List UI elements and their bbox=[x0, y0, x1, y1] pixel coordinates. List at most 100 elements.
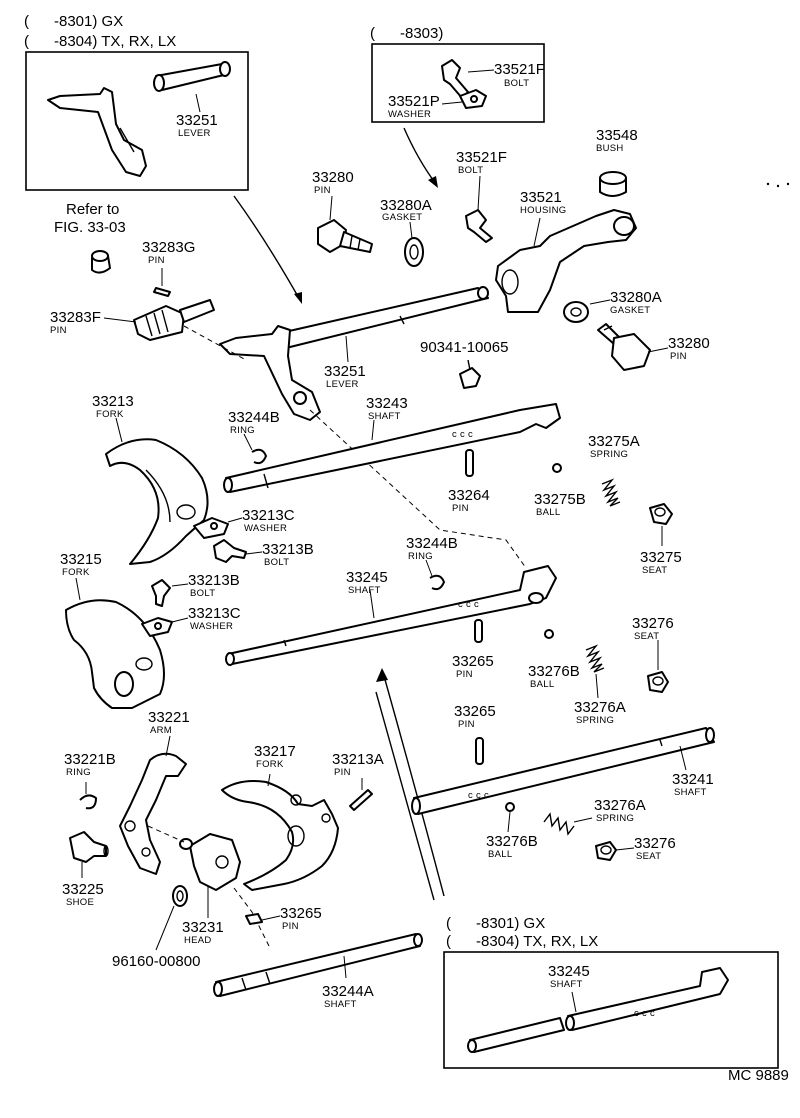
label-name-bush: BUSH bbox=[596, 143, 624, 154]
label-name-seat-33276-top: SEAT bbox=[634, 631, 659, 642]
leader-shaft-33245-inset bbox=[571, 991, 577, 1013]
pin-33213a-drawing bbox=[349, 789, 373, 811]
shaft-33245-drawing: c c c bbox=[225, 565, 557, 666]
arrow-inset-to-shaft-2 bbox=[375, 691, 435, 901]
shaft-33243-marks: c c c bbox=[452, 429, 473, 440]
label-num-spring-33275a: 33275A bbox=[588, 433, 640, 450]
label-num-ball-33275b: 33275B bbox=[534, 491, 586, 508]
label-name-arm-33221: ARM bbox=[150, 725, 172, 736]
label-name-ball-33275b: BALL bbox=[536, 507, 560, 518]
label-name-shaft-33244a: SHAFT bbox=[324, 999, 357, 1010]
label-name-pin-33283f: PIN bbox=[50, 325, 67, 336]
leader-gasket-top bbox=[409, 221, 413, 239]
label-num-bolt-33213b-top: 33213B bbox=[262, 541, 314, 558]
fork-33217-drawing bbox=[221, 780, 339, 891]
label-name-gasket-top: GASKET bbox=[382, 212, 422, 223]
gasket-top-drawing bbox=[404, 237, 424, 267]
label-num-gasket-top: 33280A bbox=[380, 197, 432, 214]
label-num-bush: 33548 bbox=[596, 127, 638, 144]
bolt-90341-drawing bbox=[459, 359, 481, 389]
label-name-bolt-inset: BOLT bbox=[504, 78, 529, 89]
label-num-bolt-33521f: 33521F bbox=[456, 149, 507, 166]
label-name-head-33231: HEAD bbox=[184, 935, 212, 946]
pin-33280-right-drawing bbox=[597, 323, 651, 371]
label-num-pin-33265-mid: 33265 bbox=[452, 653, 494, 670]
arrowhead-inset-to-bolt bbox=[428, 176, 438, 188]
leader-spring-33276a-low bbox=[573, 817, 593, 823]
label-name-spring-33276a-low: SPRING bbox=[596, 813, 634, 824]
label-num-ring-33221b: 33221B bbox=[64, 751, 116, 768]
label-name-shaft-33245: SHAFT bbox=[348, 585, 381, 596]
label-num-pin-33213a: 33213A bbox=[332, 751, 384, 768]
label-name-shaft-33241: SHAFT bbox=[674, 787, 707, 798]
leader-housing bbox=[533, 217, 541, 247]
label-num-seat-33276-low: 33276 bbox=[634, 835, 676, 852]
leader-shaft-33244a bbox=[343, 955, 347, 979]
label-name-pin-33265-mid: PIN bbox=[456, 669, 473, 680]
label-num-washer-33213c-top: 33213C bbox=[242, 507, 295, 524]
leader-bolt-33213b-mid bbox=[171, 583, 189, 587]
label-name-shaft-33245-inset: SHAFT bbox=[550, 979, 583, 990]
label-num-gasket-right: 33280A bbox=[610, 289, 662, 306]
label-num-shaft-33243: 33243 bbox=[366, 395, 408, 412]
inset-frame-top-center bbox=[371, 43, 545, 123]
label-name-ring-33221b: RING bbox=[66, 767, 91, 778]
header-top-left-line1: ( -8301) GX bbox=[24, 13, 123, 30]
leader-lever-inset bbox=[195, 93, 201, 113]
header-bottom-right-line2: ( -8304) TX, RX, LX bbox=[446, 933, 598, 950]
label-num-shaft-33241: 33241 bbox=[672, 771, 714, 788]
pin-33265-bottom-drawing bbox=[245, 913, 263, 925]
shaft-33241-marks: c c c bbox=[468, 790, 489, 801]
ball-33276b-top-drawing bbox=[544, 629, 554, 639]
label-num-pin-33280-right: 33280 bbox=[668, 335, 710, 352]
leader-ring-33244b-top bbox=[243, 433, 253, 451]
label-num-pin-33265-low: 33265 bbox=[454, 703, 496, 720]
header-top-center: ( -8303) bbox=[370, 25, 443, 42]
ball-33276b-low-drawing bbox=[505, 802, 515, 812]
seat-33275-drawing bbox=[649, 503, 673, 525]
label-num-shaft-33245-inset: 33245 bbox=[548, 963, 590, 980]
leader-fork-33213 bbox=[115, 417, 123, 443]
bolt-33521f-drawing bbox=[465, 209, 493, 243]
label-num-bolt-33213b-mid: 33213B bbox=[188, 572, 240, 589]
label-name-spring-33276a-top: SPRING bbox=[576, 715, 614, 726]
label-num-lever-inset: 33251 bbox=[176, 112, 218, 129]
spring-33276a-top-drawing bbox=[585, 644, 605, 673]
spring-33275a-drawing bbox=[601, 478, 621, 507]
label-num-head-33231: 33231 bbox=[182, 919, 224, 936]
lever-inset-drawing bbox=[47, 61, 231, 177]
label-name-pin-33280-top: PIN bbox=[314, 185, 331, 196]
label-num-ring-33244b-top: 33244B bbox=[228, 409, 280, 426]
header-bottom-right-line1: ( -8301) GX bbox=[446, 915, 545, 932]
label-num-lever-main: 33251 bbox=[324, 363, 366, 380]
label-num-washer-33213c-mid: 33213C bbox=[188, 605, 241, 622]
label-num-spring-33276a-top: 33276A bbox=[574, 699, 626, 716]
leader-seat-33276-low bbox=[615, 847, 635, 851]
label-num-fork-33215: 33215 bbox=[60, 551, 102, 568]
bolt-washer-inset-drawing bbox=[441, 59, 487, 109]
diagram-code: MC 9889 bbox=[728, 1067, 789, 1084]
pin-33264-drawing bbox=[465, 449, 474, 477]
label-num-ball-33276b-low: 33276B bbox=[486, 833, 538, 850]
shaft-33245-marks: c c c bbox=[458, 599, 479, 610]
bolt-96160-drawing bbox=[172, 885, 188, 907]
label-num-pin-33265-bottom: 33265 bbox=[280, 905, 322, 922]
leader-pin-33280-top bbox=[329, 195, 333, 221]
label-num-housing: 33521 bbox=[520, 189, 562, 206]
leader-pin-33283f bbox=[103, 317, 137, 323]
label-name-pin-33280-right: PIN bbox=[670, 351, 687, 362]
leader-bolt-33213b-top bbox=[245, 551, 263, 555]
seat-33276-low-drawing bbox=[595, 841, 617, 861]
label-name-bolt-33213b-mid: BOLT bbox=[190, 588, 215, 599]
label-name-fork-33217: FORK bbox=[256, 759, 284, 770]
arrow-inset-to-shaft bbox=[383, 675, 445, 897]
housing-33521-drawing bbox=[495, 209, 637, 313]
leader-washer-33213c-top bbox=[227, 517, 243, 523]
leader-bolt-inset bbox=[467, 69, 495, 73]
label-name-lever-inset: LEVER bbox=[178, 128, 211, 139]
leader-spring-33276a-top bbox=[595, 673, 599, 699]
label-num-shoe-33225: 33225 bbox=[62, 881, 104, 898]
leader-ring-33244b-mid bbox=[425, 559, 433, 577]
label-name-shoe-33225: SHOE bbox=[66, 897, 94, 908]
